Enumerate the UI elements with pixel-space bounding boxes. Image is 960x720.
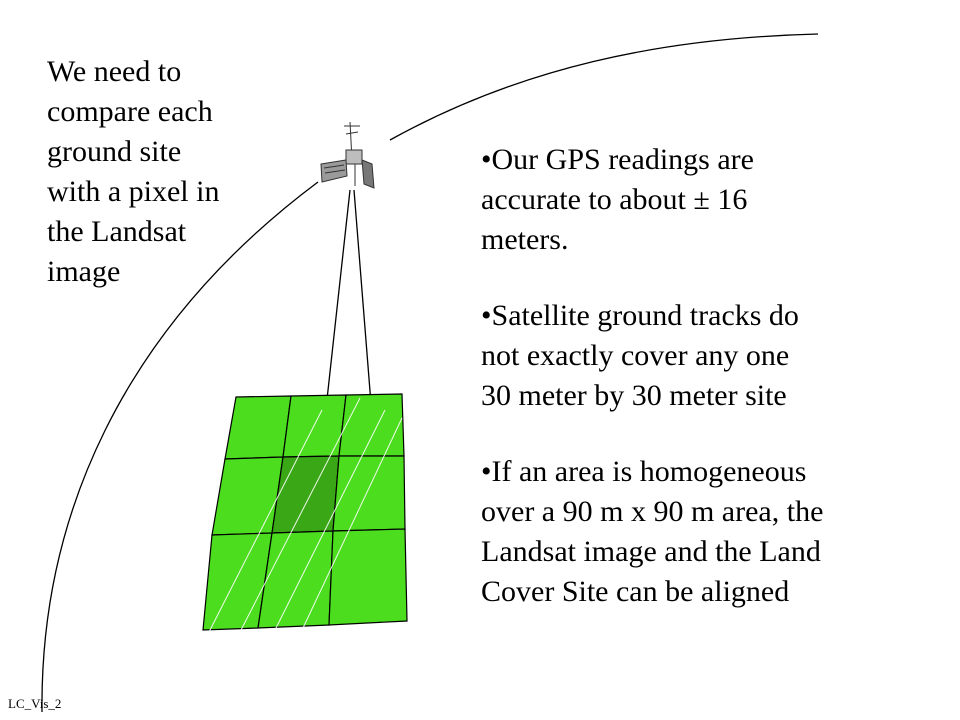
intro-line: with a pixel in bbox=[47, 175, 220, 208]
bullet-line: •Satellite ground tracks do bbox=[481, 299, 799, 332]
bullet-line: Landsat image and the Land bbox=[481, 535, 821, 568]
intro-line: the Landsat bbox=[47, 215, 187, 248]
bullet-line: over a 90 m x 90 m area, the bbox=[481, 495, 824, 528]
bullet-ground-tracks: •Satellite ground tracks do not exactly … bbox=[481, 296, 951, 416]
pixel-r1c1 bbox=[224, 395, 292, 460]
intro-text: We need to compare each ground site with… bbox=[47, 52, 287, 292]
bullet-line: 30 meter by 30 meter site bbox=[481, 379, 787, 412]
bullet-line: Cover Site can be aligned bbox=[481, 575, 790, 608]
ground-track-line bbox=[274, 409, 386, 631]
intro-line: image bbox=[47, 255, 121, 288]
ground-track-lines bbox=[208, 397, 403, 633]
orbit-arc-lower bbox=[41, 181, 319, 713]
bullet-homogeneous-area: •If an area is homogeneous over a 90 m x… bbox=[481, 452, 951, 612]
intro-line: compare each bbox=[47, 95, 213, 128]
bullet-line: not exactly cover any one bbox=[481, 339, 790, 372]
pixel-r3c3 bbox=[328, 528, 408, 626]
bullet-gps-accuracy: •Our GPS readings are accurate to about … bbox=[481, 140, 951, 260]
bullet-line: accurate to about ± 16 bbox=[481, 183, 748, 216]
intro-line: We need to bbox=[47, 55, 182, 88]
pixel-r2c1 bbox=[211, 456, 284, 536]
ground-track-line bbox=[239, 397, 361, 633]
bullet-line: •If an area is homogeneous bbox=[481, 455, 807, 488]
orbit-arc-upper bbox=[389, 33, 819, 141]
ground-track-line bbox=[208, 409, 323, 633]
pixel-r1c3 bbox=[338, 393, 405, 457]
slide-id: LC_Vis_2 bbox=[8, 696, 62, 711]
intro-line: ground site bbox=[47, 135, 182, 168]
bullet-line: meters. bbox=[481, 223, 569, 256]
bullet-line: •Our GPS readings are bbox=[481, 143, 754, 176]
bullet-list: •Our GPS readings are accurate to about … bbox=[481, 140, 951, 648]
landsat-pixel-grid bbox=[202, 393, 408, 631]
satellite-icon bbox=[320, 121, 375, 189]
pixel-r1c2 bbox=[282, 394, 347, 458]
ground-track-line bbox=[302, 417, 403, 629]
